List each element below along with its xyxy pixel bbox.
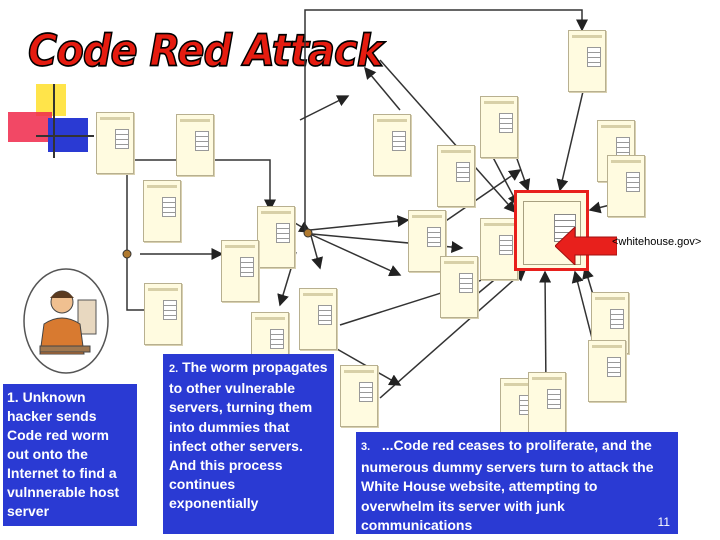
step-2-number: 2. [169,363,179,375]
target-arrow-icon [555,227,617,265]
server-icon [144,283,182,345]
server-icon [221,240,259,302]
page-title: Code Red Attack [27,25,384,77]
whitehouse-label: <whitehouse.gov> [612,236,702,248]
server-icon [143,180,181,242]
server-icon [299,288,337,350]
server-icon [480,218,518,280]
hacker-illustration [23,268,109,374]
step-3-text: ...Code red ceases to proliferate, and t… [361,437,654,533]
server-icon [480,96,518,158]
server-icon [528,372,566,434]
step-1-text: Unknown hacker sends Code red worm out o… [7,389,120,519]
page-number: 11 [657,514,670,529]
step-1-number: 1. [7,389,19,405]
server-icon [96,112,134,174]
server-icon [588,340,626,402]
infection-point-1 [122,249,132,259]
server-icon [340,365,378,427]
step-3-box: 3. ...Code red ceases to proliferate, an… [356,432,678,534]
server-icon [568,30,606,92]
whitehouse-server [514,190,589,271]
server-icon [437,145,475,207]
server-icon [257,206,295,268]
server-icon [440,256,478,318]
server-icon [408,210,446,272]
step-2-text: The worm propagates to other vulnerable … [169,359,328,512]
step-3-number: 3. [361,441,371,453]
step-2-box: 2. The worm propagates to other vulnerab… [163,354,334,534]
server-icon [607,155,645,217]
step-1-box: 1. Unknown hacker sends Code red worm ou… [3,384,137,526]
server-icon [373,114,411,176]
server-icon [176,114,214,176]
infection-point-2 [303,228,313,238]
